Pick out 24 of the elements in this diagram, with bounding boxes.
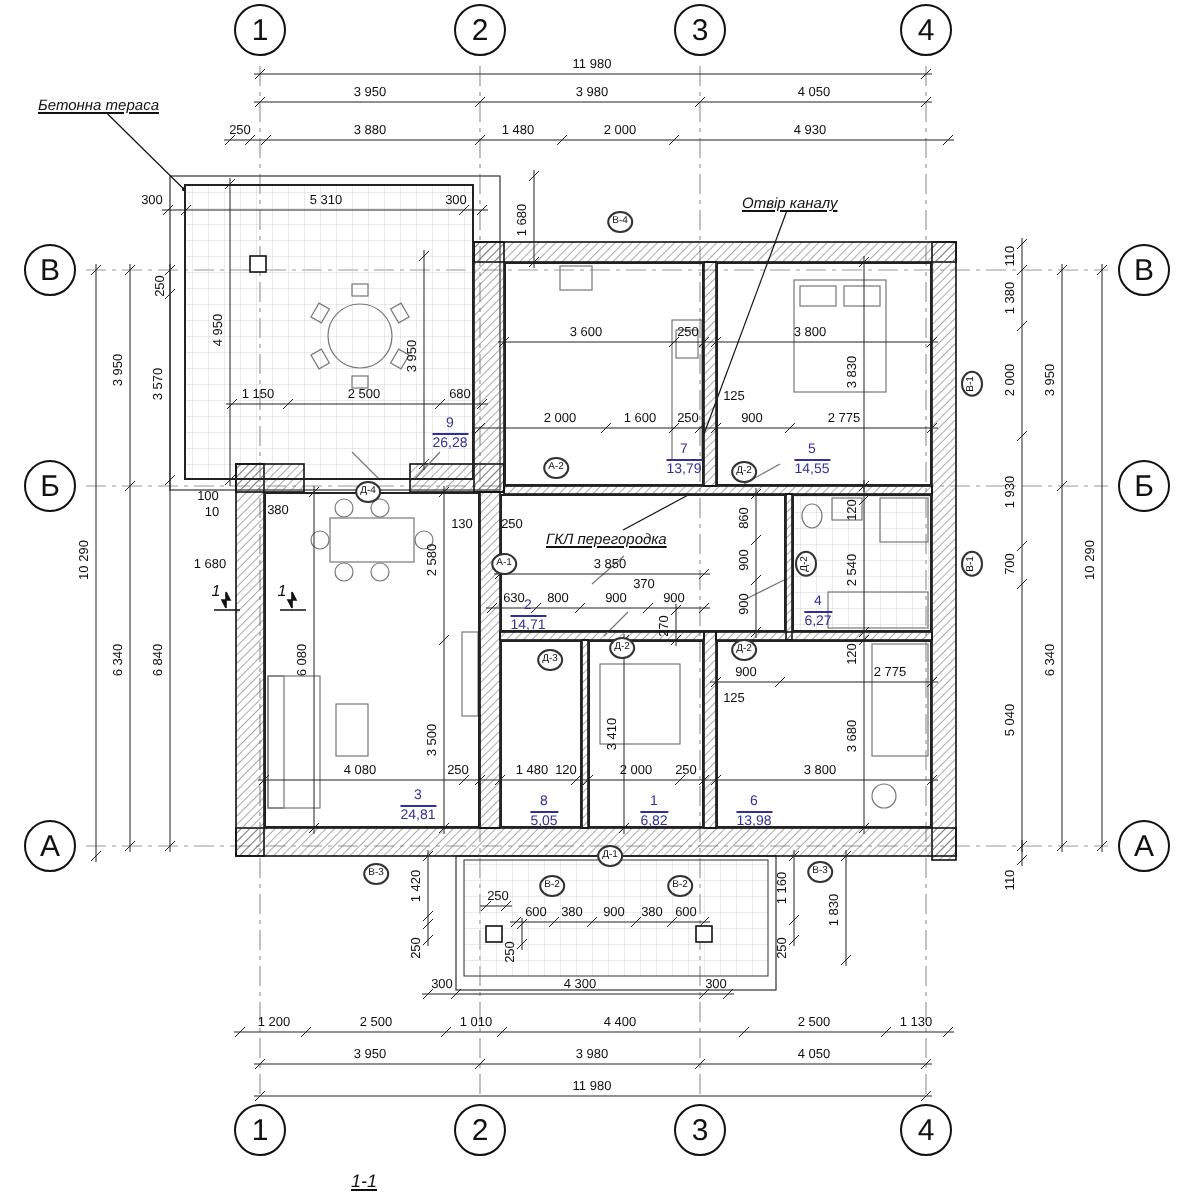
leader-line (107, 113, 186, 192)
axis-bubble: 4 (900, 4, 952, 56)
room-outline (504, 262, 704, 486)
axis-bubble: Б (1118, 460, 1170, 512)
leader-line (622, 493, 691, 531)
axis-bubble: 3 (674, 4, 726, 56)
axis-bubble: А (1118, 820, 1170, 872)
section-label: 1 (277, 584, 287, 600)
section-title: 1-1 (351, 1173, 377, 1191)
axis-bubble: 2 (454, 4, 506, 56)
axis-bubble: 1 (234, 1104, 286, 1156)
section-label: 1 (211, 584, 221, 600)
axis-bubble: А (24, 820, 76, 872)
axis-bubble: 4 (900, 1104, 952, 1156)
axis-bubble: Б (24, 460, 76, 512)
room-outline (264, 492, 480, 828)
room-outline (716, 262, 932, 486)
room-outline (184, 184, 474, 480)
axis-bubble: В (24, 244, 76, 296)
axis-bubble: 3 (674, 1104, 726, 1156)
axis-bubble: 1 (234, 4, 286, 56)
axis-bubble: В (1118, 244, 1170, 296)
leader-line (703, 211, 787, 435)
axis-bubble: 2 (454, 1104, 506, 1156)
